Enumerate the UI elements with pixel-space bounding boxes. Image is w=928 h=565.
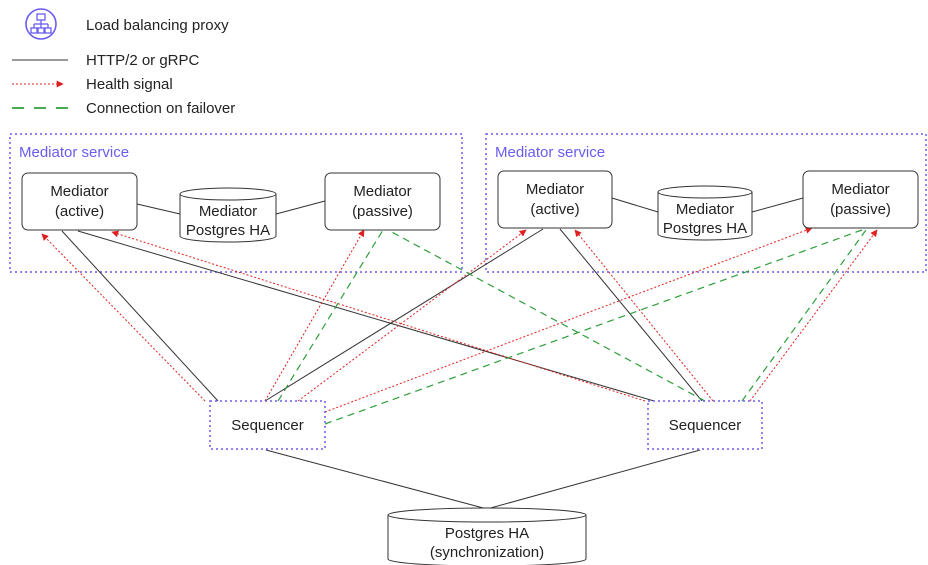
node-label-line1: Mediator: [831, 181, 889, 198]
health-signal-arrow: [41, 233, 206, 402]
http-link: [61, 230, 219, 402]
sequencer-1: Sequencer: [209, 400, 326, 450]
db-label-line2: Postgres HA: [663, 220, 747, 237]
failover-link: [324, 229, 863, 425]
health-signal-arrow: [574, 229, 714, 402]
legend-failover-label: Connection on failover: [86, 100, 235, 117]
node-label-line2: (active): [55, 203, 104, 220]
mediator-postgres-db: Mediator Postgres HA: [657, 185, 753, 241]
http-link: [559, 228, 703, 402]
health-signal-arrow: [297, 229, 527, 402]
health-signal-arrow: [111, 230, 646, 402]
node-label-line2: (active): [530, 201, 579, 218]
sequencer-label: Sequencer: [231, 417, 304, 434]
http-link: [751, 197, 804, 213]
mediator-active-node: Mediator (active): [21, 172, 138, 231]
mediator-service-1-label: Mediator service: [19, 144, 129, 161]
http-link: [77, 230, 655, 402]
legend: Load balancing proxy HTTP/2 or gRPC Heal…: [12, 8, 235, 117]
http-link: [264, 228, 544, 402]
db-label-line1: Mediator: [676, 201, 734, 218]
network-hierarchy-icon: [25, 8, 57, 40]
db-label-line1: Mediator: [199, 203, 257, 220]
legend-http-label: HTTP/2 or gRPC: [86, 52, 200, 69]
postgres-label-line2: (synchronization): [430, 544, 544, 561]
postgres-sync-db: Postgres HA (synchronization): [387, 507, 587, 565]
failover-link: [277, 229, 384, 402]
node-label-line1: Mediator: [526, 181, 584, 198]
mediator-service-1-container: [9, 133, 463, 273]
sequencer-label: Sequencer: [669, 417, 742, 434]
node-label-line1: Mediator: [50, 183, 108, 200]
node-label-line2: (passive): [352, 203, 413, 220]
health-signal-arrow: [264, 229, 365, 402]
db-label-line2: Postgres HA: [186, 222, 270, 239]
mediator-active-node: Mediator (active): [497, 170, 613, 229]
mediator-service-2-container: [485, 133, 927, 273]
http-link: [265, 449, 488, 510]
failover-link: [387, 229, 706, 402]
legend-proxy-label: Load balancing proxy: [86, 17, 229, 34]
http-link: [486, 449, 701, 510]
node-label-line1: Mediator: [353, 183, 411, 200]
mediator-service-2-label: Mediator service: [495, 144, 605, 161]
mediator-passive-node: Mediator (passive): [802, 170, 919, 229]
health-signal-arrow: [749, 229, 878, 402]
http-link: [136, 203, 181, 215]
sequencer-2: Sequencer: [647, 400, 763, 450]
mediator-passive-node: Mediator (passive): [324, 172, 441, 231]
legend-health-label: Health signal: [86, 76, 173, 93]
http-link: [611, 197, 659, 213]
node-label-line2: (passive): [830, 201, 891, 218]
postgres-label-line1: Postgres HA: [445, 525, 529, 542]
failover-link: [741, 229, 867, 402]
http-link: [275, 200, 326, 215]
mediator-postgres-db: Mediator Postgres HA: [179, 187, 277, 243]
health-signal-arrow: [324, 226, 813, 413]
connections: [41, 197, 878, 510]
